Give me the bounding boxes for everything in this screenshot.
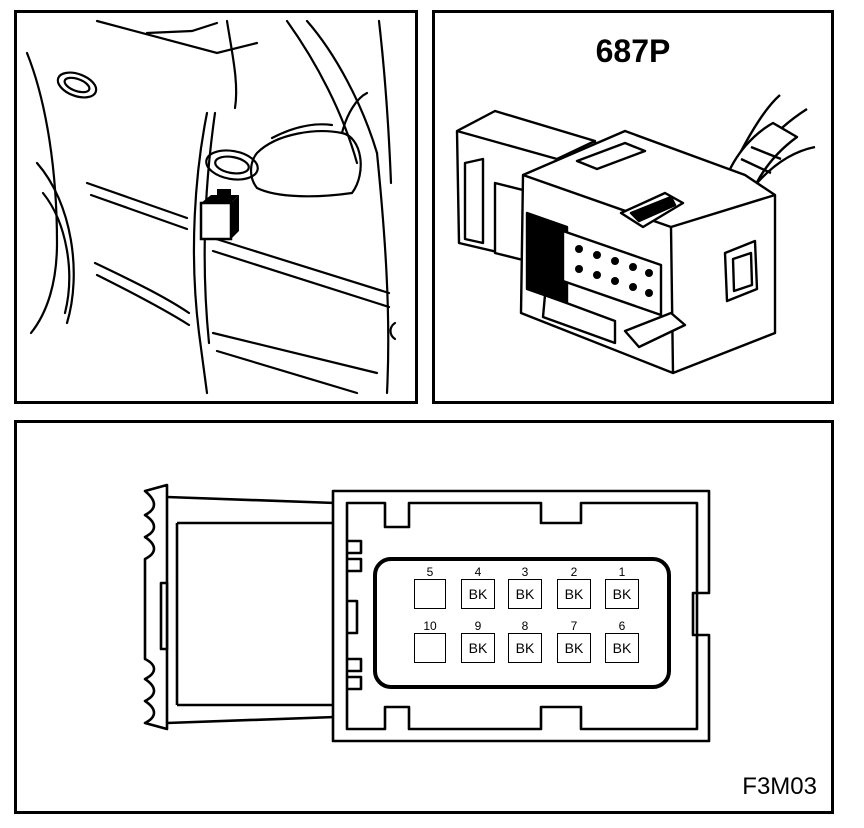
pin-wire-color: BK [515,586,535,602]
pin-number: 10 [423,619,437,633]
pin-wire-color: BK [564,640,584,656]
pin-terminal: BK [557,633,591,663]
pin-2: 2 BK [556,565,592,609]
connector-3d-illustration [455,94,816,375]
pin-terminal: BK [557,579,591,609]
pin-number: 6 [618,619,626,633]
pin-wire-color: BK [468,586,488,602]
pin-wire-color: BK [468,640,488,656]
pin-1: 1 BK [604,565,640,609]
pin-terminal: BK [508,633,542,663]
pin-9: 9 BK [460,619,496,663]
pin-4: 4 BK [460,565,496,609]
pin-terminal: BK [605,579,639,609]
connector-title: 687P [595,33,671,69]
pin-cavity-frame [373,557,671,689]
pin-number: 9 [474,619,482,633]
pin-terminal-empty [414,579,446,609]
latch-wavy-edge [143,483,337,731]
connector-location-icon [199,189,239,241]
pin-number: 5 [426,565,434,579]
pin-8: 8 BK [507,619,543,663]
pin-terminal: BK [605,633,639,663]
pin-terminal: BK [461,579,495,609]
pin-3: 3 BK [507,565,543,609]
pin-terminal: BK [508,579,542,609]
door-location-panel [14,10,418,404]
pin-number: 2 [570,565,578,579]
pin-wire-color: BK [515,640,535,656]
pin-wire-color: BK [612,640,632,656]
pin-number: 4 [474,565,482,579]
pin-5: 5 [413,565,447,609]
door-illustration [25,19,397,395]
pin-grid: 5 4 BK 3 BK 2 BK 1 BK 10 9 BK 8 [17,423,831,811]
pin-wire-color: BK [612,586,632,602]
pin-number: 8 [521,619,529,633]
pin-number: 7 [570,619,578,633]
pin-6: 6 BK [604,619,640,663]
connector-view-panel: 687P [432,10,834,404]
pin-terminal-empty [414,633,446,663]
pin-number: 1 [618,565,626,579]
pin-number: 3 [521,565,529,579]
pin-wire-color: BK [564,586,584,602]
pin-10: 10 [413,619,447,663]
pin-terminal: BK [461,633,495,663]
connector-face-diagram [143,483,711,743]
pin-7: 7 BK [556,619,592,663]
pinout-panel: 5 4 BK 3 BK 2 BK 1 BK 10 9 BK 8 [14,420,834,814]
figure-code: F3M03 [742,773,817,800]
